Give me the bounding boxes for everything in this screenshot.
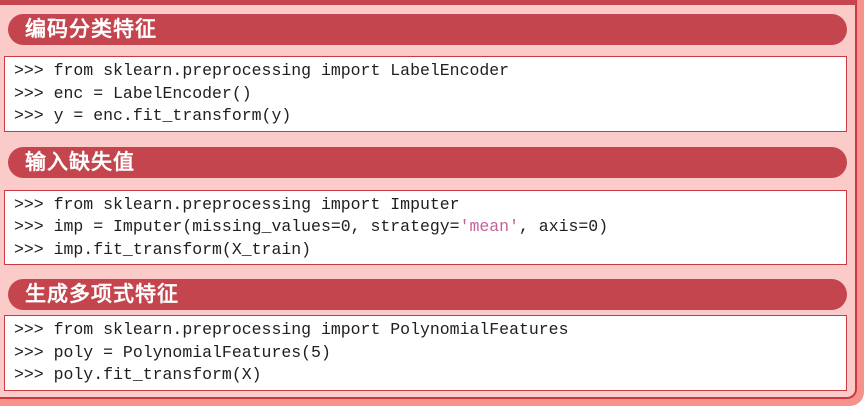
code-token: >>> poly = PolynomialFeatures(5) (14, 342, 331, 362)
code-line: >>> from sklearn.preprocessing import Po… (14, 319, 837, 342)
code-block: >>> from sklearn.preprocessing import Po… (4, 315, 847, 391)
top-divider-band (0, 0, 856, 5)
code-string-token: 'mean' (459, 217, 519, 236)
section-title: 生成多项式特征 (25, 283, 179, 306)
section-header: 生成多项式特征 (8, 279, 847, 310)
section-title: 编码分类特征 (25, 18, 157, 41)
code-token: >>> from sklearn.preprocessing import Im… (14, 194, 460, 214)
code-token: >>> imp = Imputer(missing_values=0, stra… (14, 217, 460, 236)
cheatsheet-card: 编码分类特征 >>> from sklearn.preprocessing imp… (0, 0, 857, 399)
code-line: >>> poly = PolynomialFeatures(5) (14, 342, 837, 365)
code-line: >>> imp = Imputer(missing_values=0, stra… (14, 216, 837, 239)
code-token: >>> imp.fit_transform(X_train) (14, 239, 312, 259)
section-header: 输入缺失值 (8, 146, 847, 178)
code-block: >>> from sklearn.preprocessing import Im… (4, 189, 847, 265)
code-token: >>> from sklearn.preprocessing import Po… (14, 320, 569, 339)
code-block: >>> from sklearn.preprocessing import La… (4, 56, 847, 132)
card-content: 编码分类特征 >>> from sklearn.preprocessing imp… (0, 14, 855, 391)
code-line: >>> imp.fit_transform(X_train) (14, 239, 837, 262)
code-line: >>> from sklearn.preprocessing import Im… (14, 194, 837, 217)
code-line: >>> y = enc.fit_transform(y) (14, 105, 837, 128)
code-line: >>> enc = LabelEncoder() (14, 83, 837, 106)
code-line: >>> from sklearn.preprocessing import La… (14, 60, 837, 83)
code-token: , axis=0) (519, 217, 609, 236)
code-token: >>> from sklearn.preprocessing import La… (14, 61, 510, 80)
section-title: 输入缺失值 (25, 150, 135, 174)
section-header: 编码分类特征 (8, 14, 847, 45)
code-token: >>> poly.fit_transform(X) (14, 365, 262, 384)
code-token: >>> enc = LabelEncoder() (14, 83, 252, 103)
code-token: >>> y = enc.fit_transform(y) (14, 106, 292, 125)
code-line: >>> poly.fit_transform(X) (14, 364, 837, 387)
